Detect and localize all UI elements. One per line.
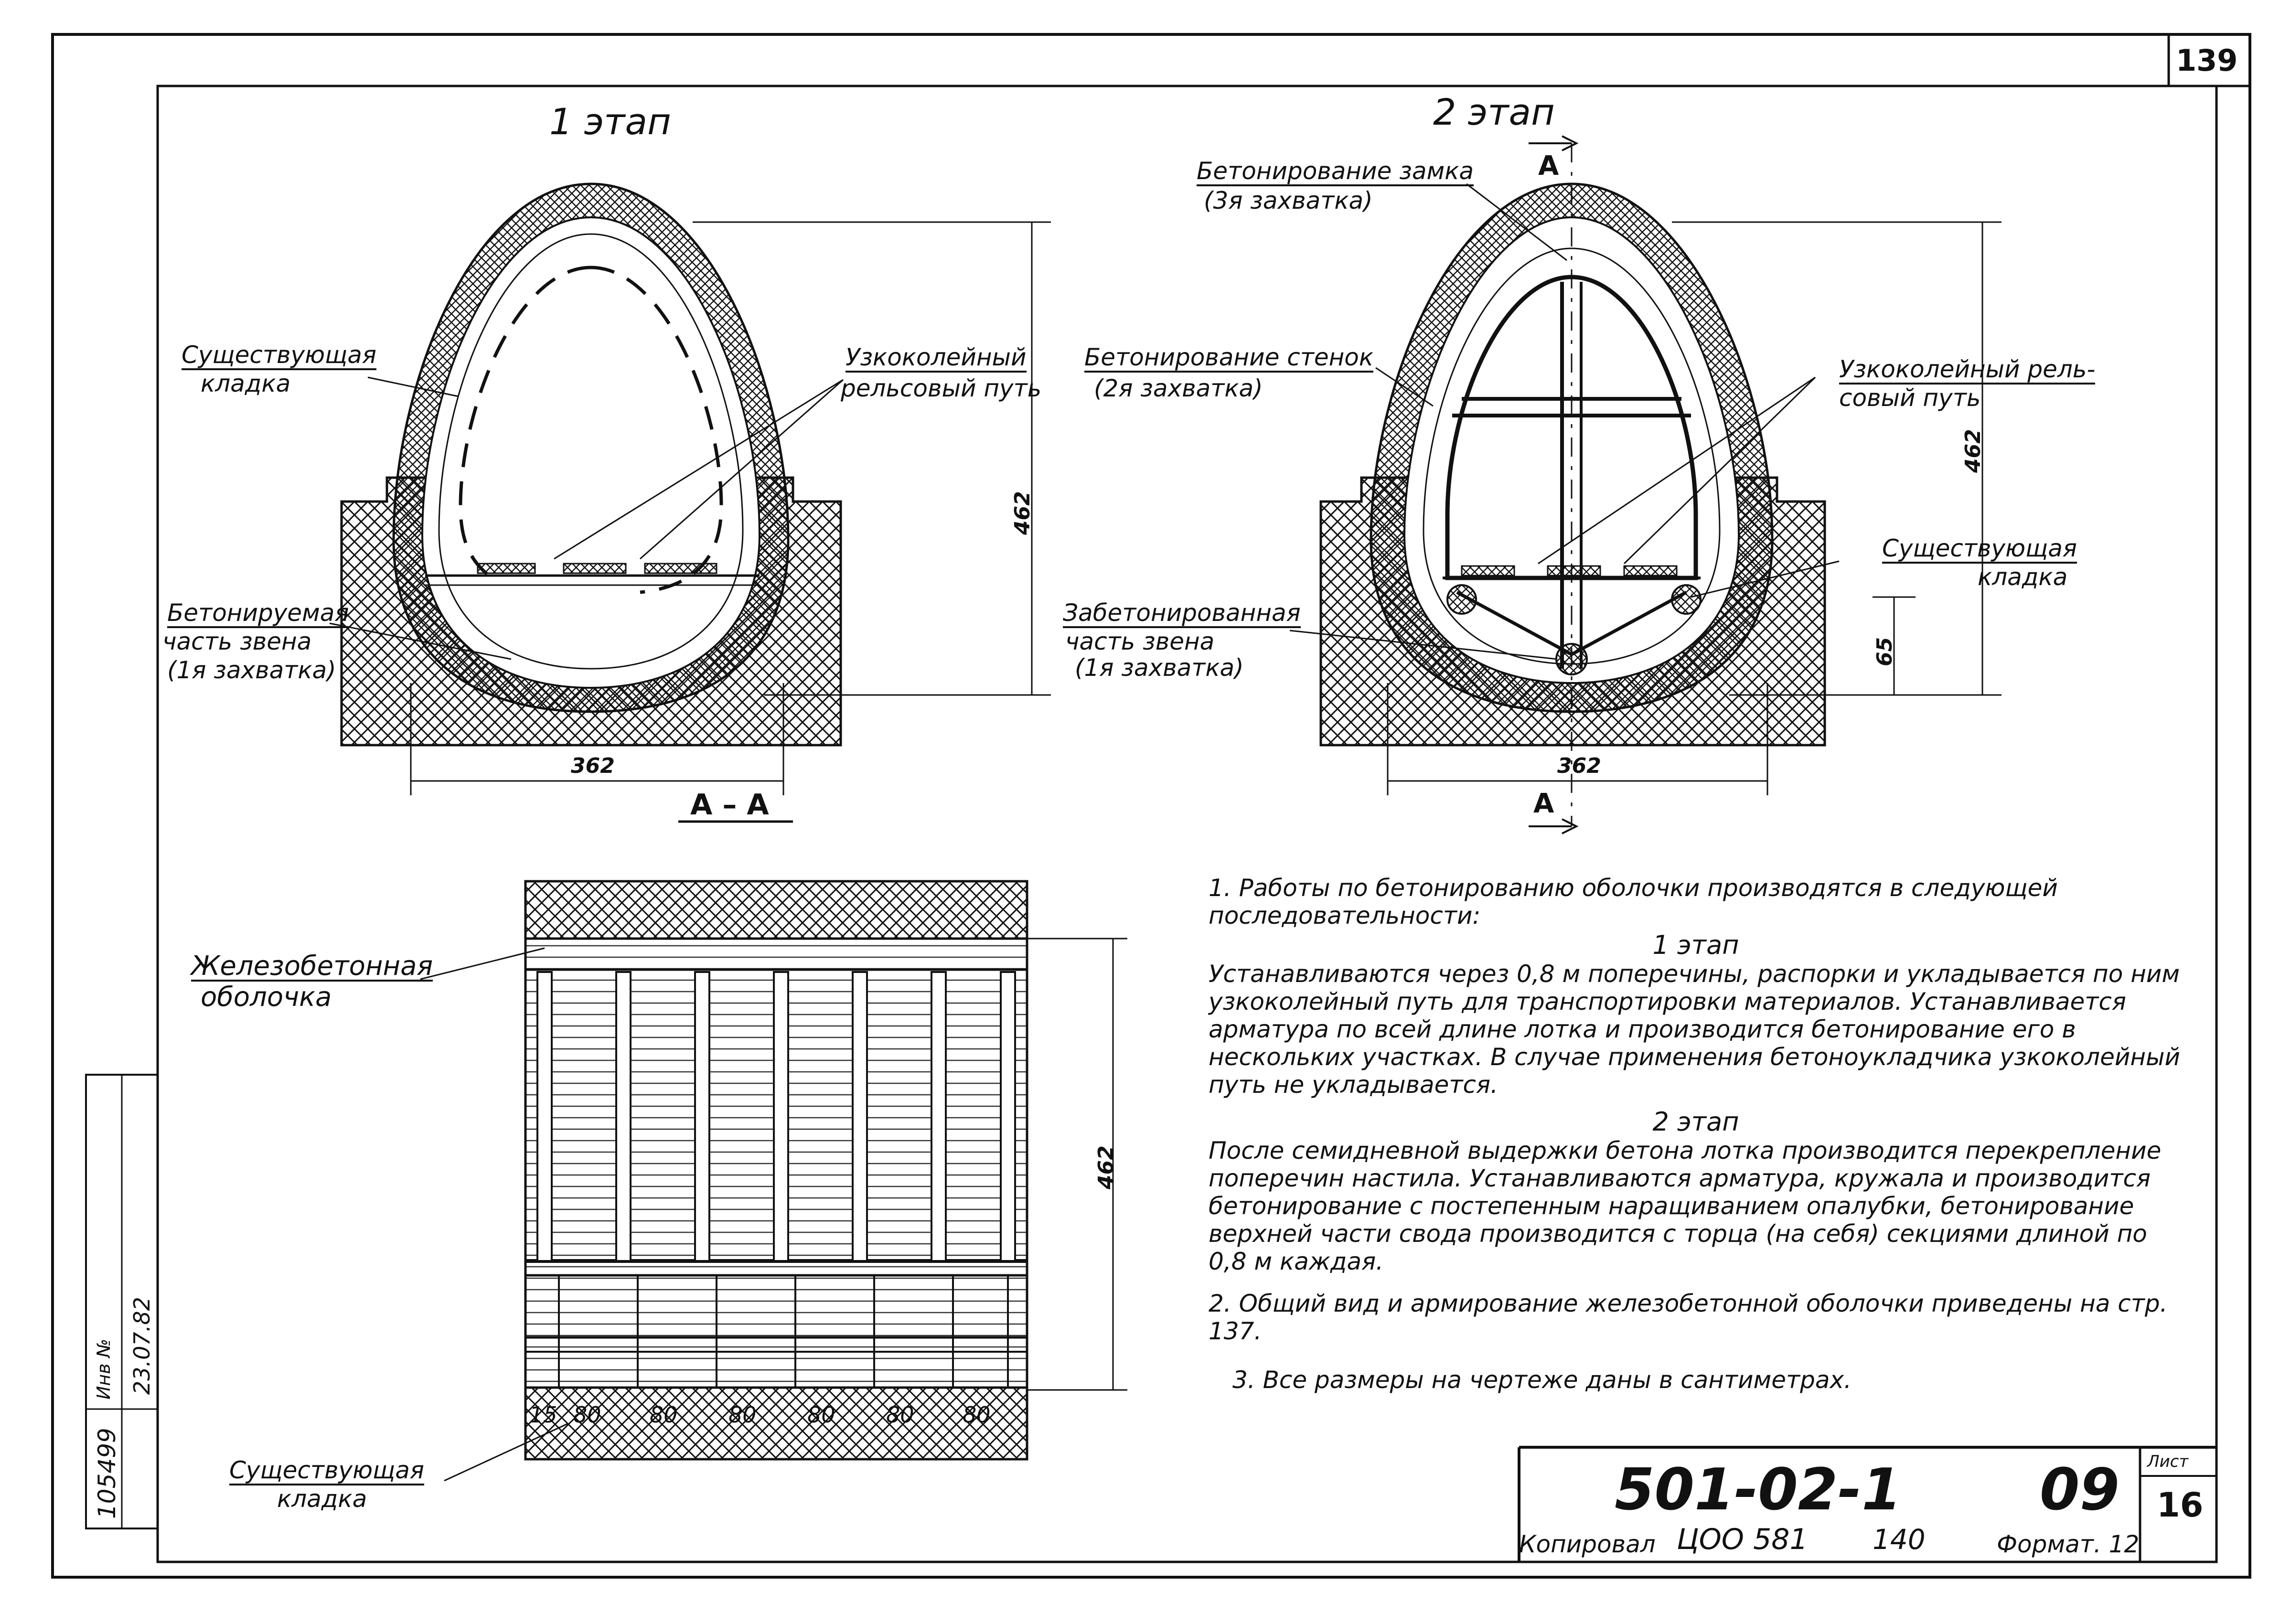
stage2-label-concreted-3: (1я захватка) <box>1075 654 1244 682</box>
long-spacing-0: 15 <box>529 1402 557 1428</box>
copied-label: Копировал <box>1519 1530 1656 1558</box>
side-inv-number: 105499 <box>93 1428 121 1519</box>
stage1-title: 1 этап <box>549 100 671 143</box>
stage2-label-existing-1: Существующая <box>1882 535 2077 564</box>
stage1-label-rail-2: рельсовый путь <box>841 374 1042 402</box>
stage1-label-concreted-1: Бетонируемая <box>167 599 349 628</box>
stage1-dim-height: 462 <box>1010 491 1035 535</box>
note-1-intro: 1. Работы по бетонированию оболочки прои… <box>1209 874 2058 930</box>
stage2-dim-height: 462 <box>1961 429 1985 473</box>
long-spacing-3: 80 <box>728 1402 757 1428</box>
long-label-existing-2: кладка <box>277 1485 367 1513</box>
long-spacing-1: 80 <box>573 1402 601 1428</box>
long-dim-height: 462 <box>1094 1145 1118 1189</box>
side-inv-label: Инв № <box>93 1338 114 1400</box>
stage2-title: 2 этап <box>1433 91 1555 133</box>
stage2-label-rail-1: Узкоколейный рель- <box>1839 356 2096 385</box>
long-spacing-4: 80 <box>807 1402 835 1428</box>
note-3: 3. Все размеры на чертеже даны в сантиме… <box>1232 1366 1852 1394</box>
sheet-frame <box>51 33 2251 1579</box>
note-2: 2. Общий вид и армирование железобетонно… <box>1209 1290 2168 1345</box>
stage2-label-concreted-1: Забетонированная <box>1063 599 1301 628</box>
stage2-cut-mark-top: А <box>1538 150 1559 182</box>
note-stage2-head: 2 этап <box>1652 1107 1739 1137</box>
page-number: 139 <box>2176 43 2238 78</box>
stage2-label-concreted-2: часть звена <box>1065 628 1215 655</box>
note-stage1-head: 1 этап <box>1652 930 1739 960</box>
stage1-section <box>329 182 1051 823</box>
stage2-label-lock-1: Бетонирование замка <box>1197 158 1474 186</box>
sheet-number: 16 <box>2157 1485 2204 1525</box>
long-label-shell-1: Железобетонная <box>191 951 433 982</box>
note-stage2-text: После семидневной выдержки бетона лотка … <box>1209 1137 2162 1275</box>
posts <box>536 971 1016 1262</box>
stage1-label-concreted-3: (1я захватка) <box>167 656 336 684</box>
long-spacing-6: 80 <box>963 1402 991 1428</box>
sheet-code: 09 <box>2040 1457 2119 1523</box>
post-ties <box>558 1275 1009 1388</box>
stage1-label-existing-1: Существующая <box>182 342 376 370</box>
stage2-label-walls-2: (2я захватка) <box>1094 374 1263 402</box>
copied-id: ЦОО 581 <box>1677 1523 1808 1556</box>
stage2-label-existing-2: кладка <box>1978 563 2068 591</box>
doc-code: 501-02-1 <box>1615 1457 1902 1523</box>
long-label-existing-1: Существующая <box>229 1457 424 1485</box>
side-date: 23.07.82 <box>129 1297 155 1395</box>
long-spacing-5: 80 <box>886 1402 914 1428</box>
longitudinal-section <box>420 880 1127 1482</box>
stage1-dim-width: 362 <box>571 754 615 778</box>
copied-num: 140 <box>1873 1523 1926 1556</box>
stage2-dim-small: 65 <box>1873 637 1897 666</box>
side-stamp <box>85 1074 159 1529</box>
stage2-label-walls-1: Бетонирование стенок <box>1084 344 1374 373</box>
stage1-label-concreted-2: часть звена <box>162 628 312 655</box>
long-spacing-2: 80 <box>650 1402 678 1428</box>
long-label-shell-2: оболочка <box>201 982 332 1013</box>
stage2-label-lock-2: (3я захватка) <box>1204 187 1373 214</box>
stage2-cut-mark-bottom: А <box>1533 788 1554 819</box>
stage2-label-rail-2: совый путь <box>1839 384 1981 412</box>
format-label: Формат. 12 <box>1997 1530 2140 1558</box>
stage2-dim-width: 362 <box>1557 754 1601 778</box>
stage1-section-mark: А – А <box>690 788 769 822</box>
title-block <box>1518 1446 2216 1562</box>
note-stage1-text: Устанавливаются через 0,8 м поперечины, … <box>1209 960 2180 1099</box>
stage1-label-rail-1: Узкоколейный <box>846 344 1027 373</box>
stage1-label-existing-2: кладка <box>201 370 291 397</box>
sheet-label: Лист <box>2147 1452 2189 1471</box>
stage2-section <box>1289 135 2002 834</box>
